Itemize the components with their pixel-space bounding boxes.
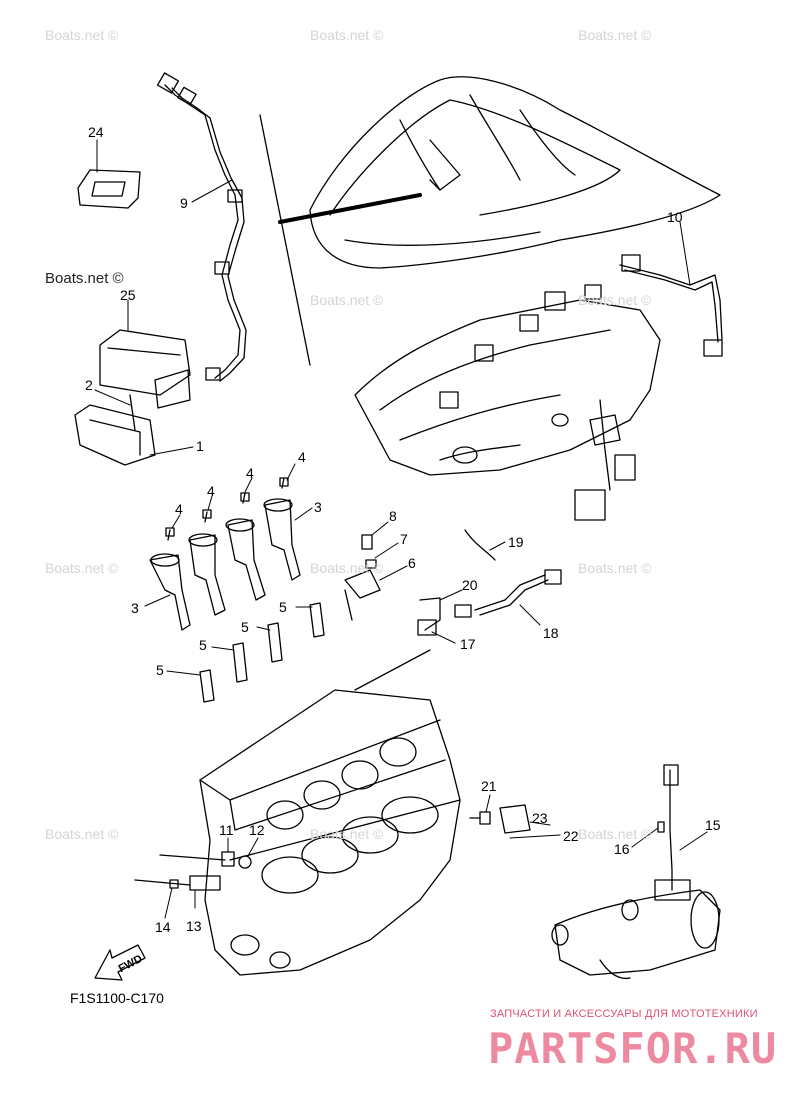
sensor-21-23: [469, 804, 531, 834]
wire-lead-9: [156, 72, 247, 382]
bracket-assembly-1-2-25: [74, 329, 191, 466]
watermark-dark: Boats.net ©: [45, 270, 124, 287]
callout-4: 4: [298, 449, 306, 465]
callout-4: 4: [246, 465, 254, 481]
callout-7: 7: [400, 531, 408, 547]
callout-12: 12: [249, 822, 265, 838]
callout-15: 15: [705, 817, 721, 833]
callout-4: 4: [175, 501, 183, 517]
watermark: Boats.net ©: [45, 560, 119, 576]
callout-25: 25: [120, 287, 136, 303]
engine-block: [199, 689, 461, 976]
watermark: Boats.net ©: [310, 27, 384, 43]
callout-11: 11: [219, 822, 234, 838]
leader-lines: [94, 139, 708, 919]
sensors-6-7-8-17-20: [344, 529, 562, 691]
watermark: Boats.net ©: [310, 292, 384, 308]
watermark: Boats.net ©: [45, 27, 119, 43]
watermark: Boats.net ©: [578, 27, 652, 43]
watermark: Boats.net ©: [578, 826, 652, 842]
callout-8: 8: [389, 508, 397, 524]
callout-22: 22: [563, 828, 579, 844]
sensors-11-14: [134, 851, 252, 891]
callout-10: 10: [667, 209, 683, 225]
store-brand-logo[interactable]: PARTSFOR.RU: [488, 1024, 778, 1073]
callout-2: 2: [85, 377, 93, 393]
callout-16: 16: [614, 841, 630, 857]
callout-5: 5: [199, 637, 207, 653]
callout-24: 24: [88, 124, 104, 140]
callout-4: 4: [207, 483, 215, 499]
watercraft-hull: [259, 76, 721, 366]
exhaust-sensor-15-16: [551, 764, 721, 980]
watermark: Boats.net ©: [310, 560, 384, 576]
callout-3: 3: [131, 600, 139, 616]
ignition-coils-3: [149, 477, 301, 631]
figure-code: F1S1100-C170: [70, 990, 164, 1006]
engine-top-harness-10: [354, 254, 723, 521]
cover-24: [77, 169, 141, 209]
callout-17: 17: [460, 636, 476, 652]
store-tagline: ЗАПЧАСТИ И АКСЕССУАРЫ ДЛЯ МОТОТЕХНИКИ: [490, 1008, 758, 1020]
watermark: Boats.net ©: [578, 292, 652, 308]
callout-13: 13: [186, 918, 202, 934]
callout-18: 18: [543, 625, 559, 641]
callout-23: 23: [532, 810, 548, 826]
callout-3: 3: [314, 499, 322, 515]
callout-21: 21: [481, 778, 497, 794]
watermark: Boats.net ©: [310, 826, 384, 842]
callout-5: 5: [279, 599, 287, 615]
spark-plugs-5: [199, 602, 325, 703]
callout-1: 1: [196, 438, 204, 454]
watermark: Boats.net ©: [578, 560, 652, 576]
fwd-arrow-icon: [94, 944, 146, 981]
callout-9: 9: [180, 195, 188, 211]
callout-14: 14: [155, 919, 171, 935]
callout-6: 6: [408, 555, 416, 571]
watermark: Boats.net ©: [45, 826, 119, 842]
callout-5: 5: [156, 662, 164, 678]
callout-19: 19: [508, 534, 524, 550]
callout-20: 20: [462, 577, 478, 593]
callout-5: 5: [241, 619, 249, 635]
